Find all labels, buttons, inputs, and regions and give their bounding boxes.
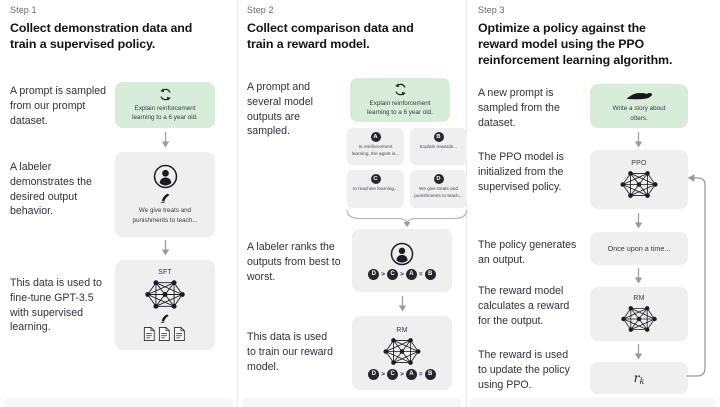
caption-generates-output: The policy generates an output. <box>478 239 577 266</box>
output-text: In reinforcement learning, the agent is.… <box>351 144 400 156</box>
prompt-text: Explain reinforcement learning to a 6 ye… <box>132 104 198 121</box>
output-letter-badge: A <box>370 132 381 142</box>
step-heading-3: Optimize a policy against the reward mod… <box>478 21 673 68</box>
model-label-rm: RM <box>633 295 645 302</box>
arrow-down-icon <box>398 296 407 312</box>
otter-icon <box>626 93 652 100</box>
ppo-model-box: PPO <box>590 150 688 209</box>
network-icon <box>383 337 421 365</box>
column-divider <box>237 0 238 407</box>
caption-update-policy: The reward is used to update the policy … <box>478 349 570 391</box>
rank-badge: B <box>424 268 436 280</box>
network-icon <box>621 306 657 332</box>
caption-train-rm: This data is used to train our reward mo… <box>247 331 333 373</box>
caption-labeler-demo: A labeler demonstrates the desired outpu… <box>10 161 92 218</box>
output-sample-text: Once upon a time... <box>607 244 671 253</box>
pen-icon <box>160 313 169 323</box>
output-text: In machine learning... <box>353 186 398 191</box>
feedback-loop-arrow-icon <box>686 174 706 377</box>
rank-badge: A <box>405 368 417 380</box>
rank-separator: = <box>418 370 423 378</box>
bottom-strip <box>4 398 233 407</box>
labeler-note: We give treats and punishments to teach.… <box>132 207 198 224</box>
prompt-text: Write a story about otters. <box>612 105 666 122</box>
output-letter-badge: C <box>370 174 381 184</box>
labeler-icon <box>390 242 414 265</box>
rank-separator: > <box>400 270 404 278</box>
rank-badge: C <box>387 368 399 380</box>
rank-separator: = <box>418 270 423 278</box>
pen-icon <box>160 193 169 203</box>
step-label-2: Step 2 <box>247 5 274 15</box>
output-sample-box: Once upon a time... <box>590 232 688 265</box>
caption-ppo-init: The PPO model is initialized from the su… <box>478 151 564 193</box>
output-card-b: B Explain rewards... <box>410 128 467 165</box>
output-letter-badge: D <box>433 174 444 184</box>
arrow-down-icon <box>161 240 170 256</box>
reward-value-box: rk <box>590 362 688 394</box>
labeler-icon <box>153 164 177 189</box>
arrow-down-icon <box>634 268 643 284</box>
brace-arrow-icon <box>346 209 468 227</box>
caption-outputs-sampled: A prompt and several model outputs are s… <box>247 81 313 138</box>
prompt-box: Write a story about otters. <box>590 84 688 128</box>
arrow-down-icon <box>634 344 643 360</box>
step-label-3: Step 3 <box>478 5 505 15</box>
bottom-strip <box>242 398 461 407</box>
step-label-1: Step 1 <box>10 5 37 15</box>
reward-symbol: rk <box>633 370 645 386</box>
output-card-c: C In machine learning... <box>347 170 404 208</box>
model-label-rm: RM <box>396 326 408 334</box>
network-icon <box>620 171 658 198</box>
output-card-a: A In reinforcement learning, the agent i… <box>347 128 404 165</box>
arrow-down-icon <box>634 132 643 148</box>
caption-calc-reward: The reward model calculates a reward for… <box>478 285 570 327</box>
labeler-rank-box: D > C > A = B <box>352 229 452 292</box>
prompt-box: Explain reinforcement learning to a 6 ye… <box>350 78 450 122</box>
rank-separator: > <box>400 370 404 378</box>
output-card-d: D We give treats and punishments to teac… <box>410 170 467 208</box>
output-letter-badge: B <box>433 132 444 142</box>
rank-separator: > <box>381 270 386 278</box>
rank-badge: C <box>387 268 399 280</box>
ranking: D > C > A = B <box>368 268 436 280</box>
model-label-sft: SFT <box>158 268 172 276</box>
output-text: Explain rewards... <box>419 144 458 149</box>
rm-model-box: RM D > C > A = B <box>352 316 452 390</box>
rank-separator: > <box>381 370 386 378</box>
output-text: We give treats and punishments to teach.… <box>414 186 463 198</box>
prompt-box: Explain reinforcement learning to a 6 ye… <box>115 82 215 128</box>
prompt-text: Explain reinforcement learning to a 6 ye… <box>367 99 433 116</box>
documents-icon <box>143 326 185 341</box>
refresh-icon <box>159 87 171 101</box>
refresh-icon <box>394 82 406 96</box>
ranking: D > C > A = B <box>368 368 436 380</box>
rank-badge: D <box>368 268 380 280</box>
rank-badge: D <box>368 368 380 380</box>
step-heading-2: Collect comparison data and train a rewa… <box>247 21 414 52</box>
arrow-down-icon <box>161 132 170 148</box>
rank-badge: B <box>424 368 436 380</box>
sft-model-box: SFT <box>115 260 215 350</box>
model-label-ppo: PPO <box>631 160 647 167</box>
caption-new-prompt: A new prompt is sampled from the dataset… <box>478 87 560 129</box>
caption-labeler-ranks: A labeler ranks the outputs from best to… <box>247 241 341 283</box>
arrow-down-icon <box>634 213 643 229</box>
network-icon <box>145 279 185 309</box>
rank-badge: A <box>405 268 417 280</box>
labeler-demo-box: We give treats and punishments to teach.… <box>115 152 215 237</box>
rm-model-box: RM <box>590 287 688 341</box>
caption-prompt-sampled: A prompt is sampled from our prompt data… <box>10 85 106 127</box>
bottom-strip <box>470 398 716 407</box>
step-heading-1: Collect demonstration data and train a s… <box>10 21 193 52</box>
caption-finetune: This data is used to fine-tune GPT-3.5 w… <box>10 277 102 334</box>
